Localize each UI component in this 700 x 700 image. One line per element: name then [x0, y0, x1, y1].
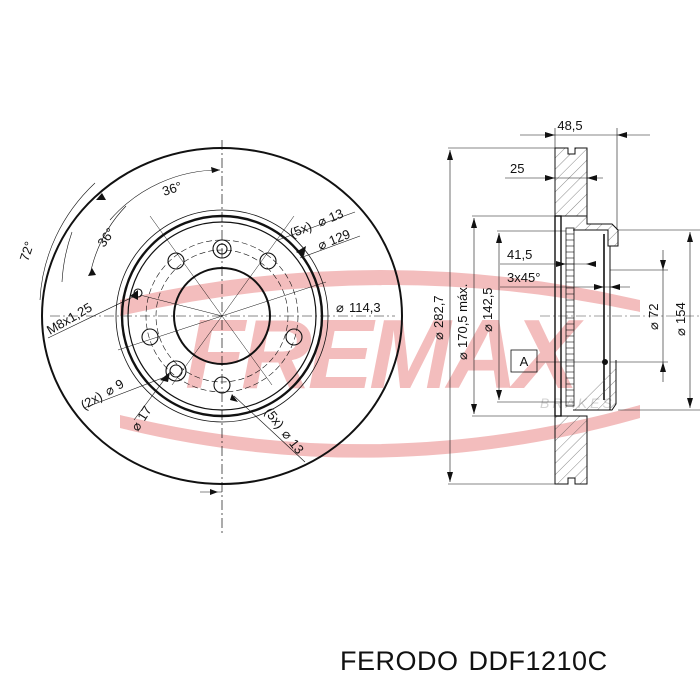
- diameter-symbol: ⌀: [315, 213, 328, 230]
- diameter-symbol: ⌀: [336, 300, 344, 315]
- holes-small-count: (2x): [78, 388, 105, 412]
- holes-small-dia: 9: [113, 376, 127, 393]
- thread-label: M8x1,25: [44, 300, 95, 338]
- pcd-outer-label: 129: [327, 226, 353, 248]
- center-bore-label: 72: [646, 304, 661, 318]
- diameter-symbol: ⌀: [480, 324, 495, 332]
- inner-diameter-label: 142,5: [480, 287, 495, 320]
- holes-small-counterbore: 17: [134, 403, 154, 423]
- angle-36-upper-label: 36°: [160, 179, 183, 199]
- side-view-labels: 48,5 25 41,5 3x45° ⌀ 282,7 ⌀ 170,5 máx. …: [431, 118, 688, 369]
- diameter-symbol: ⌀: [646, 322, 661, 330]
- holes-top-count: (5x): [288, 218, 314, 240]
- angle-36-left-label: 36°: [94, 225, 118, 250]
- diameter-symbol: ⌀: [673, 328, 688, 336]
- max-diameter-label: 170,5 máx.: [455, 284, 470, 348]
- overall-height-label: 48,5: [557, 118, 582, 133]
- thickness-label: 25: [510, 161, 524, 176]
- part-caption: FERODO DDF1210C: [340, 646, 695, 677]
- angle-72-label: 72°: [17, 240, 37, 263]
- datum-a-label: A: [520, 354, 529, 369]
- diameter-symbol: ⌀: [316, 236, 329, 253]
- pcd-inner-label: 114,3: [349, 300, 381, 315]
- hub-diameter-label: 154: [673, 302, 688, 324]
- outer-diameter-label: 282,7: [431, 295, 446, 328]
- holes-top-dia: 13: [326, 206, 345, 225]
- brand-label: FERODO: [340, 646, 459, 676]
- diameter-symbol: ⌀: [455, 352, 470, 360]
- side-view: [447, 128, 700, 485]
- hat-depth-label: 41,5: [507, 247, 532, 262]
- part-number-label: DDF1210C: [468, 646, 608, 676]
- front-view: [39, 140, 403, 535]
- diameter-symbol: ⌀: [431, 332, 446, 340]
- chamfer-label: 3x45°: [507, 270, 540, 285]
